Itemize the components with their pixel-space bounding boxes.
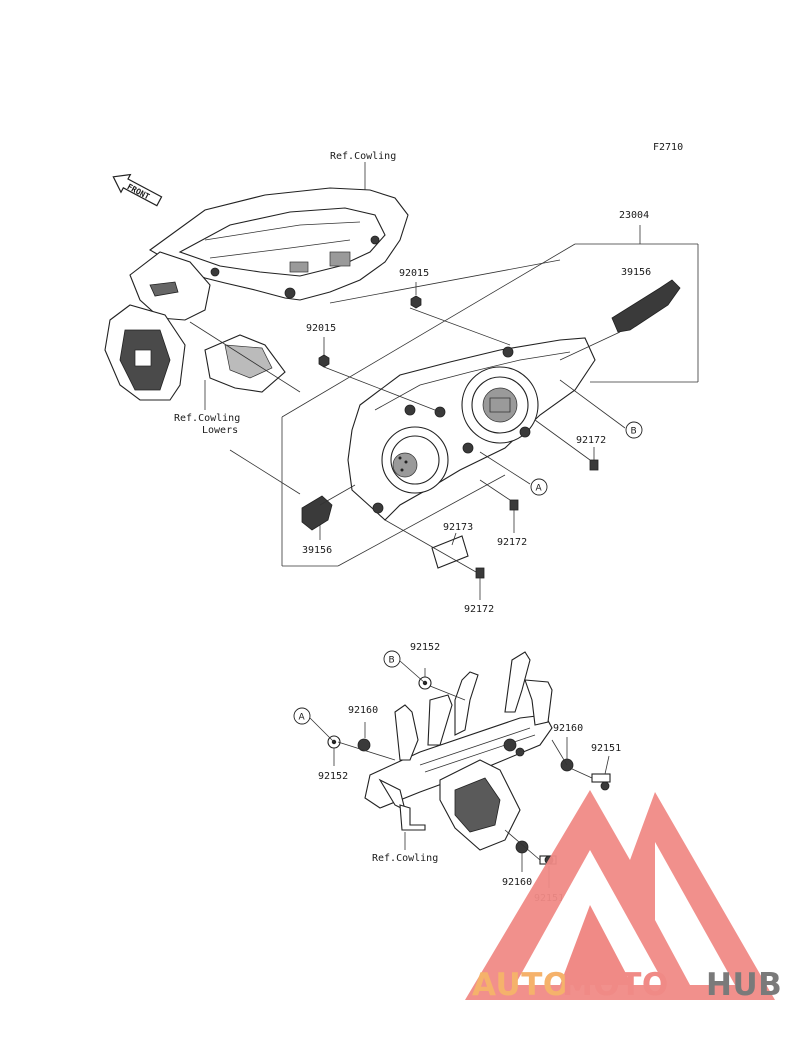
nut-92015-b	[318, 354, 330, 368]
label-ref-cowling-lowers-2: Lowers	[202, 425, 238, 436]
watermark-hub: HUB	[706, 967, 782, 1003]
callout-b-top-letter: B	[631, 427, 637, 437]
callout-a-bottom-letter: A	[299, 713, 306, 723]
label-ref-cowling-top: Ref.Cowling	[330, 151, 396, 162]
callout-b-bottom-letter: B	[389, 656, 395, 666]
upper-cowling-bracket	[148, 187, 409, 301]
front-arrow-icon: FRONT	[112, 173, 163, 207]
figure-code: F2710	[653, 142, 683, 153]
label-92160-b: 92160	[553, 723, 583, 734]
callout-b-bottom: B	[383, 650, 401, 668]
pad-39156-bottom	[301, 495, 333, 531]
headlight-assembly	[347, 337, 596, 521]
label-92152-b: 92152	[410, 642, 440, 653]
bolt-92151-a	[591, 773, 611, 791]
callout-a-bottom: A	[293, 707, 311, 725]
label-92151-a: 92151	[591, 743, 621, 754]
screw-92172-b	[509, 499, 519, 511]
screw-92173	[431, 535, 469, 569]
headlight-stay-bracket	[364, 651, 553, 851]
cowling-lowers	[204, 334, 286, 393]
label-92015-b: 92015	[306, 323, 336, 334]
label-92160-c: 92160	[502, 877, 532, 888]
label-92172-c: 92172	[464, 604, 494, 615]
automotohub-watermark-logo: AUTO MOTO HUB	[465, 790, 782, 1003]
screw-92172-c	[475, 567, 485, 579]
screw-92172-a	[589, 459, 599, 471]
side-panel-left	[104, 251, 211, 401]
grommet-92160-a	[357, 738, 371, 752]
label-92152-a: 92152	[318, 771, 348, 782]
watermark-auto: AUTO	[472, 967, 570, 1003]
grommet-92160-c	[515, 840, 529, 854]
nut-92015-a	[410, 295, 422, 309]
callout-a-top: A	[530, 478, 548, 496]
callout-a-top-letter: A	[536, 484, 543, 494]
label-ref-cowling-bottom: Ref.Cowling	[372, 853, 438, 864]
label-ref-cowling-lowers-1: Ref.Cowling	[174, 413, 240, 424]
label-92160-a: 92160	[348, 705, 378, 716]
label-39156-top: 39156	[621, 267, 651, 278]
frame-23004	[229, 225, 699, 573]
watermark-moto: MOTO	[562, 967, 669, 1003]
label-92172-a: 92172	[576, 435, 606, 446]
label-92173: 92173	[443, 522, 473, 533]
pad-39156-top	[611, 279, 681, 333]
label-92172-b: 92172	[497, 537, 527, 548]
label-92015-a: 92015	[399, 268, 429, 279]
label-39156-bottom: 39156	[302, 545, 332, 556]
label-23004: 23004	[619, 210, 649, 221]
callout-b-top: B	[625, 421, 643, 439]
